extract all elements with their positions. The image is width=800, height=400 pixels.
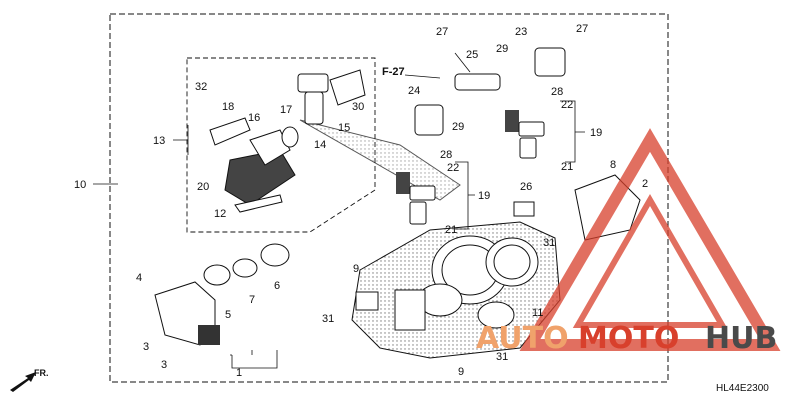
sub-assembly-frame [186, 57, 376, 233]
drawing-code: HL44E2300 [716, 383, 769, 394]
callout-2: 2 [642, 178, 648, 190]
svg-text:MOTO: MOTO [578, 321, 679, 356]
callout-29b: 29 [452, 121, 464, 133]
callout-13: 13 [153, 135, 165, 147]
callout-29a: 29 [496, 43, 508, 55]
throttle-body [351, 221, 561, 359]
callout-21a: 21 [561, 161, 573, 173]
callout-5: 5 [225, 309, 231, 321]
injector-center [396, 172, 436, 225]
callout-23: 23 [515, 26, 527, 38]
callout-31b: 31 [543, 237, 555, 249]
callout-16: 16 [248, 112, 260, 124]
callout-26: 26 [520, 181, 532, 193]
callout-31c: 31 [496, 351, 508, 363]
callout-17: 17 [280, 104, 292, 116]
callout-9b: 9 [458, 366, 464, 378]
callout-28b: 28 [440, 149, 452, 161]
callout-10: 10 [74, 179, 86, 191]
sensor-assembly [209, 69, 366, 213]
watermark-logo [519, 128, 781, 351]
callout-1: 1 [236, 367, 242, 379]
callout-31a: 31 [322, 313, 334, 325]
callout-15: 15 [338, 122, 350, 134]
callout-3b: 3 [161, 359, 167, 371]
callout-25: 25 [466, 49, 478, 61]
callout-21b: 21 [445, 224, 457, 236]
callout-labels: 1 2 3 3 4 5 6 7 8 9 9 10 11 12 13 14 15 … [74, 23, 648, 379]
callout-27b: 27 [576, 23, 588, 35]
front-arrow-icon: FR. [10, 368, 49, 392]
callout-8: 8 [610, 159, 616, 171]
callout-11: 11 [532, 307, 543, 319]
callout-28a: 28 [551, 86, 563, 98]
callout-3a: 3 [143, 341, 149, 353]
watermark-text: AUTO MOTO HUB [476, 321, 777, 356]
fuel-rail [299, 47, 566, 201]
callout-9a: 9 [353, 263, 359, 275]
callout-30: 30 [352, 101, 364, 113]
callout-27a: 27 [436, 26, 448, 38]
svg-text:F-27: F-27 [382, 66, 405, 78]
idle-valve-assembly [154, 243, 290, 346]
callout-22b: 22 [447, 162, 459, 174]
callout-6: 6 [274, 280, 280, 292]
callout-18: 18 [222, 101, 234, 113]
assembly-frame [109, 13, 669, 383]
injector-upper-right [505, 110, 545, 159]
leader-lines [93, 52, 585, 369]
callout-19a: 19 [590, 127, 602, 139]
reference-label: F-27 [382, 66, 405, 78]
callout-20: 20 [197, 181, 209, 193]
callout-14: 14 [314, 139, 326, 151]
svg-text:AUTO: AUTO [476, 321, 569, 356]
callout-7: 7 [249, 294, 255, 306]
callout-4: 4 [136, 272, 142, 284]
callout-22a: 22 [561, 99, 573, 111]
svg-text:FR.: FR. [34, 368, 49, 378]
callout-19b: 19 [478, 190, 490, 202]
svg-text:HUB: HUB [705, 321, 777, 356]
callout-12: 12 [214, 208, 226, 220]
callout-32: 32 [195, 81, 207, 93]
callout-24: 24 [408, 85, 420, 97]
